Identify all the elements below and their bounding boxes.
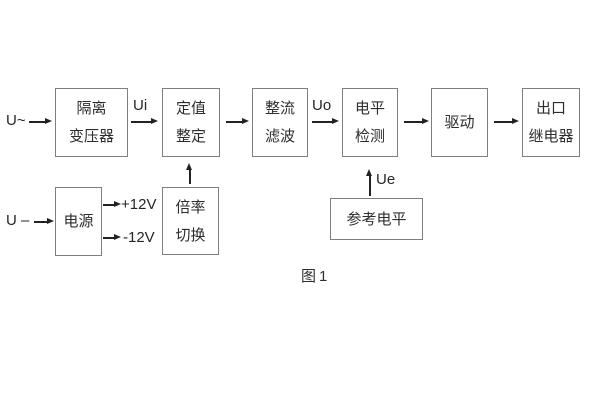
arrow-rectify-to-level: [312, 118, 339, 124]
block-label-line: 出口: [535, 100, 566, 117]
block-label-line: 整流: [264, 100, 295, 117]
signal-label-uo: Uo: [312, 97, 332, 114]
arrow-power-to-plus12v: [103, 201, 121, 207]
block-label-line: 变压器: [68, 128, 114, 145]
arrow-dc-to-power: [34, 218, 54, 224]
arrow-isolation-to-setting: [131, 118, 158, 124]
block-label-line: 切换: [175, 226, 206, 244]
signal-label-ui: Ui: [133, 97, 148, 114]
block-label-line: 倍率: [175, 198, 206, 216]
block-output-relay: 出口 继电器: [522, 88, 580, 157]
signal-label-ue: Ue: [376, 171, 396, 188]
block-isolation-transformer: 隔离 变压器: [55, 88, 128, 157]
block-rectify-filter: 整流 滤波: [252, 88, 308, 157]
signal-label-minus12v: -12V: [123, 229, 155, 246]
block-reference-level: 参考电平: [330, 198, 423, 240]
block-label-line: 滤波: [264, 128, 295, 145]
arrow-drive-to-relay: [494, 118, 519, 124]
block-label-line: 检测: [354, 128, 385, 145]
arrow-ac-to-isolation: [29, 118, 52, 124]
figure-caption: 图1: [301, 268, 331, 285]
block-label-line: 隔离: [76, 100, 107, 117]
input-label-ac: U~: [6, 112, 26, 129]
block-drive: 驱动: [431, 88, 488, 157]
block-ratio-switch: 倍率 切换: [162, 187, 219, 255]
arrow-setting-to-rectify: [226, 118, 249, 124]
block-label-line: 继电器: [528, 128, 574, 145]
arrow-ratio-to-setting: [186, 163, 192, 184]
block-label-line: 驱动: [444, 114, 475, 131]
block-power-supply: 电源: [55, 187, 102, 256]
arrow-level-to-drive: [404, 118, 429, 124]
block-level-detect: 电平 检测: [342, 88, 398, 157]
arrow-reference-to-level: [366, 169, 372, 196]
block-label-line: 电源: [63, 213, 94, 230]
block-label-line: 电平: [354, 100, 385, 117]
block-value-setting: 定值 整定: [162, 88, 220, 157]
signal-label-plus12v: +12V: [121, 196, 157, 213]
arrow-power-to-minus12v: [103, 234, 121, 240]
block-label-line: 参考电平: [346, 210, 407, 228]
block-label-line: 整定: [175, 128, 206, 145]
block-label-line: 定值: [175, 100, 206, 117]
input-label-dc: U –: [6, 212, 30, 229]
